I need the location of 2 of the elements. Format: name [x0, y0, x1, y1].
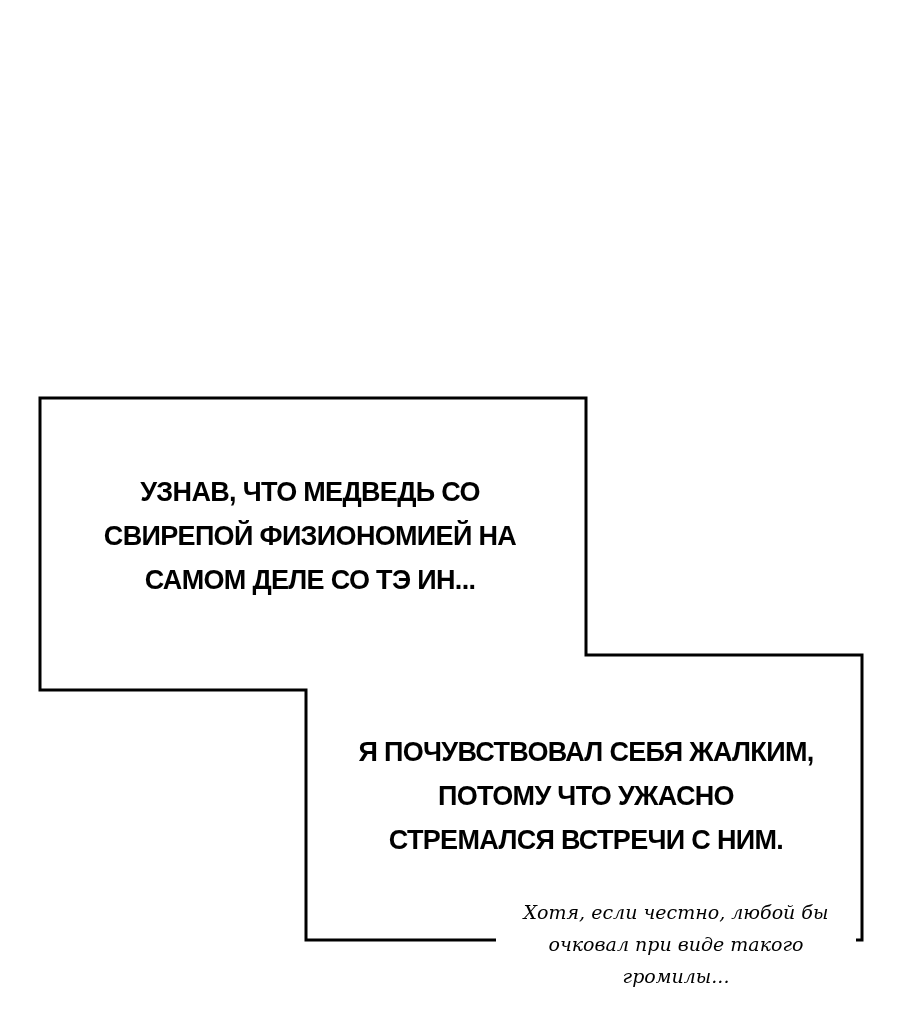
caption-text: Я ПОЧУВСТВОВАЛ СЕБЯ ЖАЛКИМ, ПОТОМУ ЧТО УЖАСНО СТРЕМАЛСЯ ВСТРЕЧИ С НИМ. [357, 736, 815, 857]
caption-text: УЗНАВ, ЧТО МЕДВЕДЬ СО СВИРЕПОЙ ФИЗИОНОМИЕЙ НА САМОМ ДЕЛЕ СО ТЭ ИН... [102, 476, 518, 597]
